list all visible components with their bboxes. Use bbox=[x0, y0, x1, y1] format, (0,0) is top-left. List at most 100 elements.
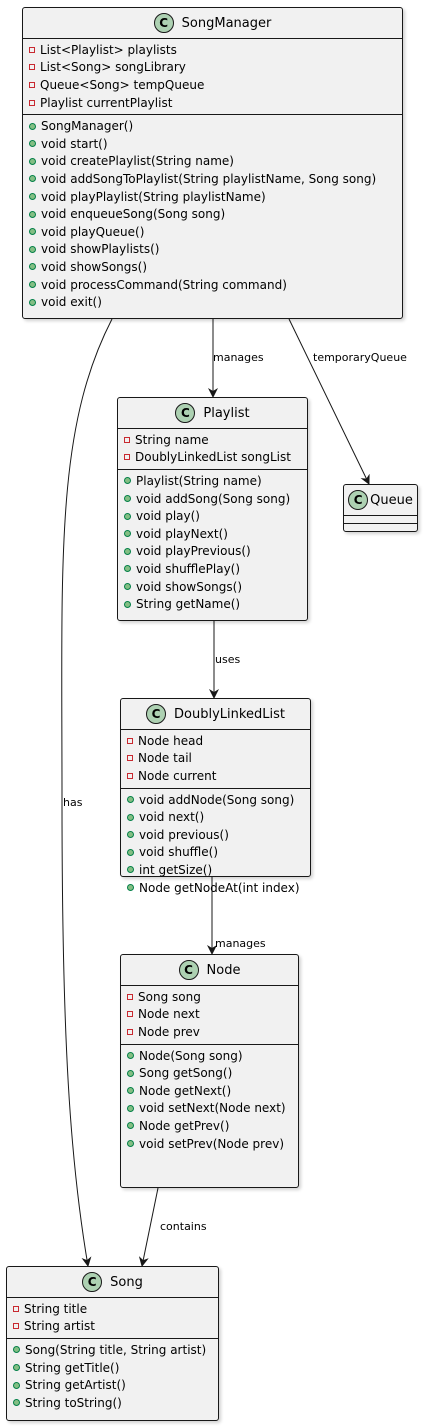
class-doublylinkedlist[interactable]: C DoublyLinkedList Node head Node tail N… bbox=[120, 698, 311, 895]
class-node[interactable]: C Node Song song Node next Node prev Nod… bbox=[120, 954, 299, 1188]
public-visibility-icon bbox=[29, 298, 36, 306]
class-badge-icon: C bbox=[153, 13, 174, 33]
class-badge-icon: C bbox=[175, 403, 196, 423]
method-text: void processCommand(String command) bbox=[41, 277, 287, 292]
class-attributes: String name DoublyLinkedList songList bbox=[118, 429, 307, 471]
attribute-text: DoublyLinkedList songList bbox=[135, 450, 291, 465]
public-visibility-icon bbox=[29, 193, 36, 201]
attribute-row: Node prev bbox=[121, 1023, 298, 1041]
method-text: String getName() bbox=[136, 597, 241, 612]
public-visibility-icon bbox=[13, 1364, 20, 1372]
class-badge-icon: C bbox=[82, 1272, 103, 1292]
method-text: Playlist(String name) bbox=[136, 473, 262, 488]
edge-label-temporary-queue: temporaryQueue bbox=[313, 351, 407, 364]
edge-label-contains: contains bbox=[160, 1220, 207, 1233]
method-row: Node getNext() bbox=[121, 1082, 298, 1100]
method-text: void shufflePlay() bbox=[136, 561, 241, 576]
method-row: void addSong(Song song) bbox=[118, 490, 307, 508]
method-row: String getArtist() bbox=[7, 1376, 218, 1394]
public-visibility-icon bbox=[127, 813, 134, 821]
public-visibility-icon bbox=[127, 1122, 134, 1130]
attribute-text: Node next bbox=[138, 1007, 200, 1022]
attribute-row: Queue<Song> tempQueue bbox=[23, 76, 402, 94]
edge-label-uses: uses bbox=[215, 653, 241, 666]
method-row: SongManager() bbox=[23, 117, 402, 135]
public-visibility-icon bbox=[29, 122, 36, 130]
class-header: C Node bbox=[121, 955, 298, 986]
class-name: DoublyLinkedList bbox=[174, 706, 285, 722]
attribute-text: Queue<Song> tempQueue bbox=[40, 77, 205, 92]
method-text: Node getPrev() bbox=[139, 1118, 230, 1133]
method-row: void exit() bbox=[23, 293, 402, 311]
class-playlist[interactable]: C Playlist String name DoublyLinkedList … bbox=[117, 397, 308, 621]
method-text: void playPrevious() bbox=[136, 544, 251, 559]
class-methods bbox=[344, 524, 417, 531]
class-header: C Playlist bbox=[118, 398, 307, 429]
attribute-text: Node current bbox=[138, 768, 217, 783]
method-text: void exit() bbox=[41, 295, 102, 310]
method-text: SongManager() bbox=[41, 119, 134, 134]
method-row: void setPrev(Node prev) bbox=[121, 1135, 298, 1153]
method-text: void playQueue() bbox=[41, 224, 145, 239]
method-row: void next() bbox=[121, 808, 310, 826]
public-visibility-icon bbox=[124, 477, 131, 485]
attribute-row: Song song bbox=[121, 988, 298, 1006]
method-text: void next() bbox=[139, 810, 205, 825]
method-text: void playPlaylist(String playlistName) bbox=[41, 189, 266, 204]
method-row: Node(Song song) bbox=[121, 1047, 298, 1065]
private-visibility-icon bbox=[127, 1011, 133, 1018]
attribute-text: Song song bbox=[138, 989, 201, 1004]
private-visibility-icon bbox=[127, 772, 133, 779]
attribute-row: Node current bbox=[121, 767, 310, 785]
private-visibility-icon bbox=[29, 46, 35, 53]
method-text: Song getSong() bbox=[139, 1066, 233, 1081]
private-visibility-icon bbox=[13, 1323, 19, 1330]
class-name: Playlist bbox=[203, 405, 250, 421]
method-text: Node getNodeAt(int index) bbox=[139, 880, 300, 895]
method-text: void showPlaylists() bbox=[41, 242, 160, 257]
public-visibility-icon bbox=[127, 866, 134, 874]
attribute-row: Node tail bbox=[121, 750, 310, 768]
edge-songmanager-queue bbox=[288, 318, 370, 485]
class-queue[interactable]: C Queue bbox=[343, 484, 418, 532]
method-text: Node getNext() bbox=[139, 1083, 232, 1098]
method-row: void playPlaylist(String playlistName) bbox=[23, 188, 402, 206]
attribute-text: Playlist currentPlaylist bbox=[40, 95, 173, 110]
class-attributes: Node head Node tail Node current bbox=[121, 730, 310, 789]
private-visibility-icon bbox=[127, 993, 133, 1000]
public-visibility-icon bbox=[127, 1069, 134, 1077]
attribute-text: Node prev bbox=[138, 1024, 200, 1039]
method-row: void enqueueSong(Song song) bbox=[23, 205, 402, 223]
class-header: C Song bbox=[7, 1267, 218, 1298]
class-song[interactable]: C Song String title String artist Song(S… bbox=[6, 1266, 219, 1421]
attribute-text: Node tail bbox=[138, 751, 192, 766]
public-visibility-icon bbox=[127, 848, 134, 856]
private-visibility-icon bbox=[124, 454, 130, 461]
attribute-row: List<Playlist> playlists bbox=[23, 41, 402, 59]
method-row: Song getSong() bbox=[121, 1064, 298, 1082]
method-row: Node getNodeAt(int index) bbox=[121, 879, 310, 897]
public-visibility-icon bbox=[127, 1104, 134, 1112]
method-row: String getName() bbox=[118, 595, 307, 613]
method-row: void play() bbox=[118, 507, 307, 525]
class-methods: Song(String title, String artist) String… bbox=[7, 1339, 218, 1414]
class-badge-icon: C bbox=[146, 704, 167, 724]
method-row: String toString() bbox=[7, 1394, 218, 1412]
public-visibility-icon bbox=[127, 1052, 134, 1060]
attribute-text: Node head bbox=[138, 733, 204, 748]
class-methods: Node(Song song) Song getSong() Node getN… bbox=[121, 1045, 298, 1156]
method-text: void addSongToPlaylist(String playlistNa… bbox=[41, 171, 377, 186]
method-row: Node getPrev() bbox=[121, 1117, 298, 1135]
class-songmanager[interactable]: C SongManager List<Playlist> playlists L… bbox=[22, 7, 403, 319]
public-visibility-icon bbox=[127, 831, 134, 839]
attribute-text: String name bbox=[135, 432, 209, 447]
attribute-row: Playlist currentPlaylist bbox=[23, 94, 402, 112]
class-methods: Playlist(String name) void addSong(Song … bbox=[118, 470, 307, 616]
method-row: void showSongs() bbox=[23, 258, 402, 276]
class-header: C SongManager bbox=[23, 8, 402, 39]
method-row: Song(String title, String artist) bbox=[7, 1341, 218, 1359]
private-visibility-icon bbox=[127, 755, 133, 762]
method-row: void addNode(Song song) bbox=[121, 791, 310, 809]
method-text: void previous() bbox=[139, 827, 229, 842]
method-row: void shufflePlay() bbox=[118, 560, 307, 578]
